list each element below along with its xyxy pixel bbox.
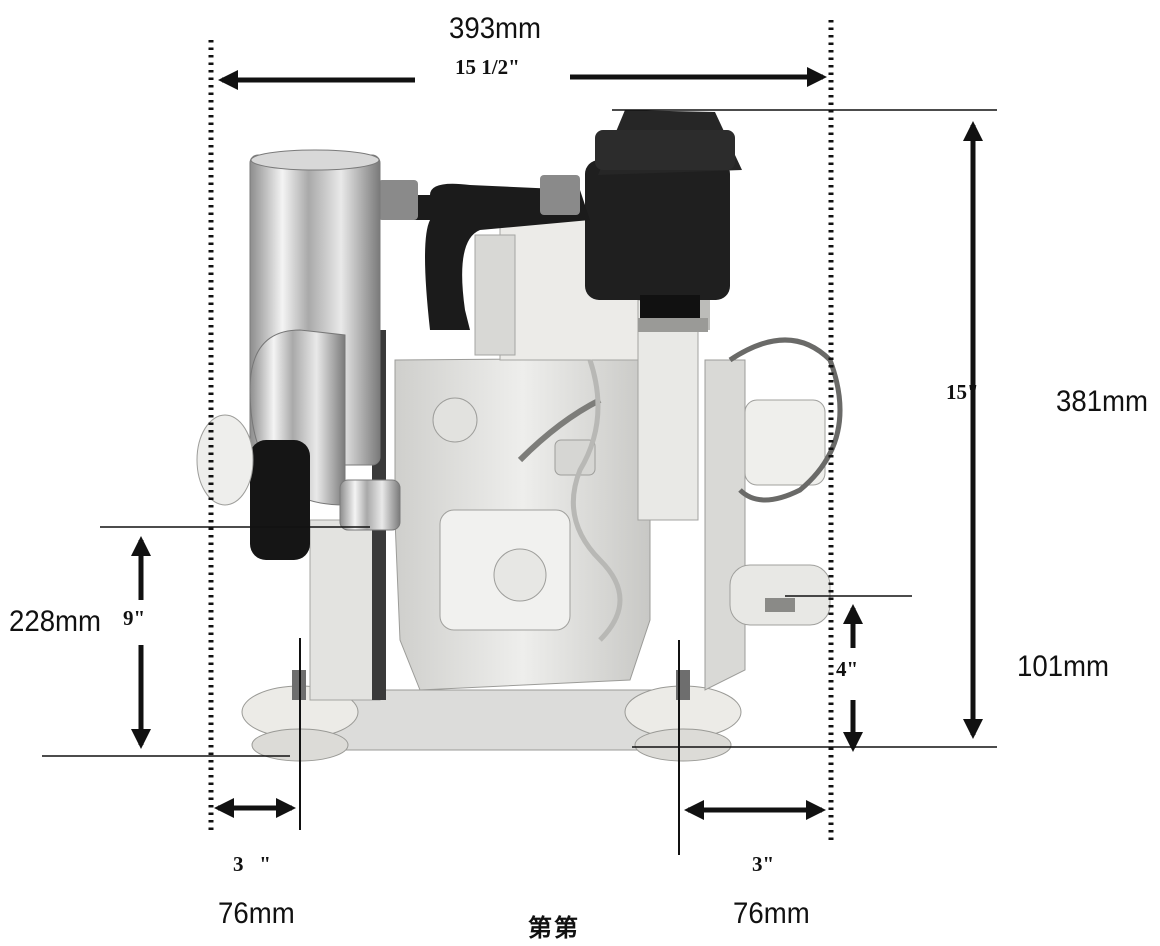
- air-filter: [585, 110, 742, 332]
- left-height-imperial-label: 9": [123, 606, 146, 630]
- right-height-imperial-label: 4": [836, 657, 859, 681]
- intake-pipe: [637, 299, 699, 521]
- right-bracket: [704, 359, 746, 691]
- footer-mark: 第第: [528, 913, 580, 942]
- height-imperial-label: 15": [946, 380, 979, 404]
- right-foot-imperial-label: 3": [752, 852, 775, 876]
- air-hose: [390, 183, 590, 330]
- height-metric-label: 381mm: [1056, 385, 1149, 418]
- engine-illustration: [196, 110, 843, 762]
- right-height-metric-label: 101mm: [1017, 650, 1110, 683]
- dimension-graphics: [42, 20, 997, 855]
- fuel-pump: [432, 359, 623, 642]
- right-foot-metric-label: 76mm: [733, 897, 810, 930]
- pulley: [250, 440, 310, 560]
- left-foot-imperial-label: 3 ": [233, 852, 271, 876]
- width-metric-label: 393mm: [449, 12, 542, 45]
- oil-filter: [744, 399, 826, 486]
- flywheel-housing: [309, 519, 381, 701]
- right-mount: [624, 670, 742, 762]
- left-foot-metric-label: 76mm: [218, 897, 295, 930]
- right-elbow: [729, 564, 831, 626]
- left-height-metric-label: 228mm: [9, 605, 102, 638]
- width-imperial-label: 15 1/2": [455, 55, 520, 79]
